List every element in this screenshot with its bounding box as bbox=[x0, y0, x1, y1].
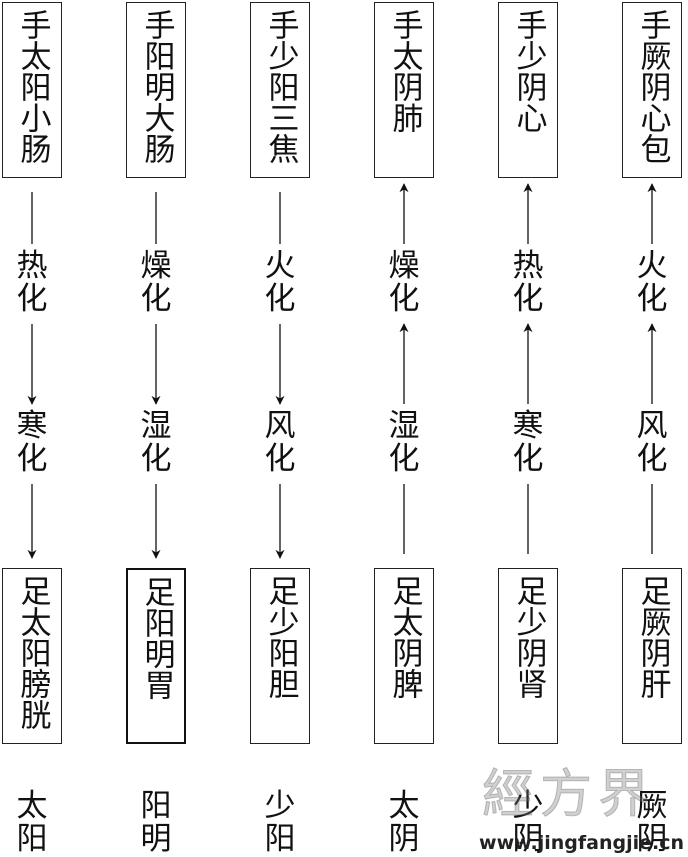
bottom-meridian-box: 足少阳胆 bbox=[250, 568, 310, 744]
meridian-group-char: 少 bbox=[512, 788, 544, 824]
top-meridian-name: 手少阴心 bbox=[510, 9, 547, 133]
lower-transform-label: 湿化 bbox=[374, 408, 434, 477]
top-meridian-box: 手少阳三焦 bbox=[250, 2, 310, 178]
upper-transform-label-char: 化 bbox=[512, 280, 544, 317]
top-meridian-box: 手太阴肺 bbox=[374, 2, 434, 178]
lower-transform-label-char: 化 bbox=[636, 440, 668, 477]
lower-transform-label-char: 寒 bbox=[512, 408, 544, 444]
lower-transform-label: 风化 bbox=[250, 408, 310, 477]
bottom-meridian-box: 足少阴肾 bbox=[498, 568, 558, 744]
lower-transform-label: 寒化 bbox=[498, 408, 558, 477]
meridian-group-char: 厥 bbox=[636, 788, 668, 824]
lower-transform-label-char: 湿 bbox=[140, 408, 172, 444]
bottom-meridian-box: 足太阴脾 bbox=[374, 568, 434, 744]
bottom-meridian-name: 足少阳胆 bbox=[262, 575, 299, 699]
top-meridian-name: 手太阴肺 bbox=[386, 9, 423, 133]
bottom-meridian-name: 足太阳膀胱 bbox=[14, 575, 51, 730]
meridian-group-char: 阴 bbox=[388, 820, 420, 857]
upper-transform-label-char: 火 bbox=[636, 248, 668, 284]
meridian-group-char: 阳 bbox=[140, 788, 172, 824]
top-meridian-box: 手厥阴心包 bbox=[622, 2, 682, 178]
meridian-group-char: 太 bbox=[388, 788, 420, 824]
meridian-group-label: 阳明 bbox=[126, 790, 186, 855]
meridian-group-char: 阴 bbox=[636, 820, 668, 857]
lower-transform-label-char: 化 bbox=[16, 440, 48, 477]
meridian-group-char: 太 bbox=[16, 788, 48, 824]
bottom-meridian-name: 足厥阴肝 bbox=[634, 575, 671, 699]
upper-transform-label-char: 化 bbox=[388, 280, 420, 317]
meridian-group-char: 明 bbox=[140, 820, 172, 857]
lower-transform-label: 湿化 bbox=[126, 408, 186, 477]
bottom-meridian-name: 足太阴脾 bbox=[386, 575, 423, 699]
upper-transform-label-char: 热 bbox=[512, 248, 544, 284]
meridian-group-label: 少阴 bbox=[498, 790, 558, 855]
meridian-group-label: 太阴 bbox=[374, 790, 434, 855]
top-meridian-name: 手少阳三焦 bbox=[262, 9, 299, 164]
bottom-meridian-box: 足阳明胃 bbox=[126, 568, 186, 744]
lower-transform-label-char: 化 bbox=[140, 440, 172, 477]
top-meridian-box: 手太阳小肠 bbox=[2, 2, 62, 178]
top-meridian-box: 手少阴心 bbox=[498, 2, 558, 178]
upper-transform-label: 火化 bbox=[250, 248, 310, 317]
top-meridian-name: 手太阳小肠 bbox=[14, 9, 51, 164]
lower-transform-label-char: 化 bbox=[388, 440, 420, 477]
meridian-group-char: 少 bbox=[264, 788, 296, 824]
meridian-group-char: 阳 bbox=[16, 820, 48, 857]
bottom-meridian-box: 足太阳膀胱 bbox=[2, 568, 62, 744]
lower-transform-label-char: 风 bbox=[264, 408, 296, 444]
watermark-logo: 經方界 bbox=[481, 765, 657, 826]
lower-transform-label-char: 化 bbox=[264, 440, 296, 477]
upper-transform-label: 热化 bbox=[2, 248, 62, 317]
upper-transform-label-char: 化 bbox=[636, 280, 668, 317]
upper-transform-label: 火化 bbox=[622, 248, 682, 317]
top-meridian-name: 手厥阴心包 bbox=[634, 9, 671, 164]
lower-transform-label-char: 化 bbox=[512, 440, 544, 477]
lower-transform-label-char: 湿 bbox=[388, 408, 420, 444]
upper-transform-label-char: 化 bbox=[264, 280, 296, 317]
upper-transform-label-char: 热 bbox=[16, 248, 48, 284]
lower-transform-label: 寒化 bbox=[2, 408, 62, 477]
meridian-group-label: 厥阴 bbox=[622, 790, 682, 855]
lower-transform-label: 风化 bbox=[622, 408, 682, 477]
watermark-url: www.jingfangjie.cn bbox=[479, 832, 684, 854]
watermark: 經方界 www.jingfangjie.cn bbox=[479, 748, 688, 856]
meridian-group-char: 阴 bbox=[512, 820, 544, 857]
top-meridian-box: 手阳明大肠 bbox=[126, 2, 186, 178]
meridian-group-label: 少阳 bbox=[250, 790, 310, 855]
bottom-meridian-name: 足少阴肾 bbox=[510, 575, 547, 699]
bottom-meridian-name: 足阳明胃 bbox=[138, 576, 175, 700]
lower-transform-label-char: 风 bbox=[636, 408, 668, 444]
lower-transform-label-char: 寒 bbox=[16, 408, 48, 444]
top-meridian-name: 手阳明大肠 bbox=[138, 9, 175, 164]
meridian-group-label: 太阳 bbox=[2, 790, 62, 855]
upper-transform-label: 燥化 bbox=[126, 248, 186, 317]
upper-transform-label-char: 燥 bbox=[140, 248, 172, 284]
upper-transform-label-char: 火 bbox=[264, 248, 296, 284]
meridian-group-char: 阳 bbox=[264, 820, 296, 857]
bottom-meridian-box: 足厥阴肝 bbox=[622, 568, 682, 744]
upper-transform-label-char: 燥 bbox=[388, 248, 420, 284]
upper-transform-label-char: 化 bbox=[140, 280, 172, 317]
upper-transform-label: 热化 bbox=[498, 248, 558, 317]
upper-transform-label-char: 化 bbox=[16, 280, 48, 317]
upper-transform-label: 燥化 bbox=[374, 248, 434, 317]
